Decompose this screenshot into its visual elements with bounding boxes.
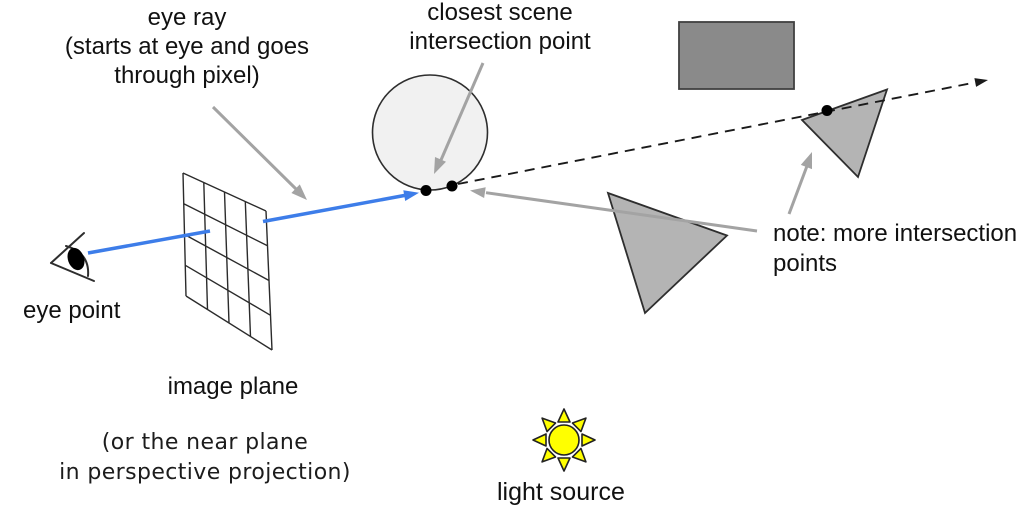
rectangle-shape [678, 21, 795, 90]
sun-icon [532, 408, 596, 472]
dashed-ray-arrowhead-icon [974, 78, 988, 87]
dashed-ray-line [457, 81, 976, 185]
intersection-dot-triangle [821, 105, 833, 116]
eye-ray-segment-2 [262, 193, 408, 224]
gray-arrowhead-icon [434, 157, 446, 174]
blue-arrowhead-icon [403, 190, 419, 201]
note-callout-arrow-long [470, 187, 758, 233]
right-triangle-shape [800, 88, 889, 179]
image-plane-label: image plane [167, 373, 299, 400]
eye-point-label: eye point [23, 297, 121, 324]
near-plane-label-line1: (or the near plane [101, 430, 309, 455]
eye-ray [87, 190, 419, 255]
near-plane-label: (or the near plane in perspective projec… [25, 428, 385, 488]
sun-core [548, 424, 580, 456]
closest-intersection-label: closest scene intersection point [380, 0, 620, 56]
intersection-dot-closest [420, 185, 432, 196]
eye-ray-label-line1: eye ray [147, 4, 227, 31]
note-label-line2: points [773, 250, 838, 277]
middle-triangle-shape [606, 191, 729, 315]
light-source-label: light source [497, 478, 625, 506]
intersection-dot-sphere-exit [446, 180, 458, 192]
near-plane-label-line2: in perspective projection) [59, 460, 351, 485]
note-callout-arrow-triangle [787, 152, 812, 215]
eye-pupil [67, 247, 85, 271]
closest-intersection-label-line1: closest scene [427, 0, 573, 26]
gray-arrowhead-icon [470, 187, 486, 198]
dashed-ray [457, 78, 988, 185]
closest-intersection-callout-arrow [434, 62, 485, 174]
eye-ray-label-line2: (starts at eye and goes [64, 33, 310, 60]
eye-ray-label-line3: through pixel) [114, 62, 260, 89]
eye-ray-segment-1 [87, 229, 211, 255]
closest-intersection-label-line2: intersection point [409, 28, 591, 55]
note-label: note: more intersection points [773, 219, 1017, 279]
gray-arrowhead-icon [291, 184, 307, 200]
gray-arrowhead-icon [800, 152, 812, 170]
image-plane-grid [182, 172, 273, 351]
eye-icon [50, 232, 95, 282]
note-label-line1: note: more intersection [773, 220, 1018, 247]
eye-ray-callout-arrow [211, 105, 307, 200]
eye-ray-label: eye ray (starts at eye and goes through … [37, 3, 337, 90]
